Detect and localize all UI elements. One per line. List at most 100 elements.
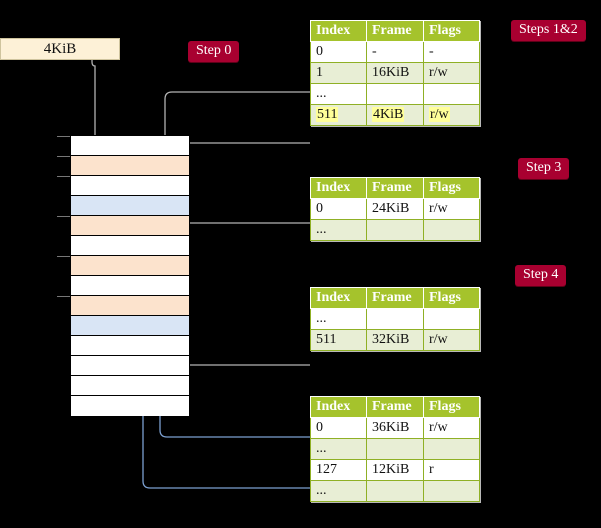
cell-flags: [423, 308, 480, 330]
source-size-label: 4KiB: [43, 40, 77, 57]
column-header-flags: Flags: [423, 396, 480, 418]
column-header-flags: Flags: [423, 177, 480, 199]
memory-row: [71, 316, 189, 336]
table-row: ...: [310, 308, 480, 330]
column-header-index: Index: [310, 396, 367, 418]
cell-frame: [366, 308, 424, 330]
memory-row: [71, 196, 189, 216]
cell-index: 511: [310, 329, 367, 351]
cell-flags: r: [423, 459, 480, 481]
memory-tick: [57, 156, 71, 157]
table-row: 0 - -: [310, 41, 480, 63]
table-header-row: Index Frame Flags: [310, 396, 480, 418]
column-header-frame: Frame: [366, 396, 424, 418]
table-row: ...: [310, 83, 480, 105]
memory-row: [71, 236, 189, 256]
memory-tick: [57, 296, 71, 297]
cell-frame: 12KiB: [366, 459, 424, 481]
cell-frame: -: [366, 41, 424, 63]
cell-index-text: 511: [316, 107, 339, 122]
table-header-row: Index Frame Flags: [310, 287, 480, 309]
cell-index: ...: [310, 83, 367, 105]
cell-frame: 4KiB: [366, 104, 424, 126]
cell-index: 0: [310, 198, 367, 220]
cell-flags: -: [423, 41, 480, 63]
cell-frame: [366, 480, 424, 502]
column-header-index: Index: [310, 177, 367, 199]
table-row: ...: [310, 219, 480, 241]
physical-memory-column: [70, 135, 190, 416]
wire-table3-index511-to-memory: [172, 314, 310, 366]
cell-flags: [423, 438, 480, 460]
table-row: 0 24KiB r/w: [310, 198, 480, 220]
memory-row: [71, 176, 189, 196]
step-3-badge: Step 3: [518, 158, 570, 180]
page-table-level-4: Index Frame Flags 0 36KiB r/w ... 127 12…: [310, 396, 480, 502]
table-row: ...: [310, 438, 480, 460]
cell-flags: [423, 219, 480, 241]
column-header-flags: Flags: [423, 20, 480, 42]
step-4-badge: Step 4: [515, 265, 567, 287]
cell-index: ...: [310, 219, 367, 241]
cell-frame: [366, 219, 424, 241]
memory-row: [71, 296, 189, 316]
table-row: 511 4KiB r/w: [310, 104, 480, 126]
steps-1-2-badge: Steps 1&2: [511, 20, 586, 42]
memory-row: [71, 356, 189, 376]
cell-flags: r/w: [423, 329, 480, 351]
cell-index: ...: [310, 438, 367, 460]
cell-frame: 36KiB: [366, 417, 424, 439]
cell-frame-text: 4KiB: [372, 107, 405, 122]
cell-index: 127: [310, 459, 367, 481]
table-header-row: Index Frame Flags: [310, 177, 480, 199]
cell-index: 511: [310, 104, 367, 126]
cell-flags: r/w: [423, 62, 480, 84]
memory-tick: [57, 216, 71, 217]
cell-index: 0: [310, 41, 367, 63]
memory-row: [71, 156, 189, 176]
memory-tick: [57, 176, 71, 177]
wire-table2-index0-to-memory: [174, 222, 310, 257]
cell-flags: r/w: [423, 198, 480, 220]
memory-tick: [57, 256, 71, 257]
column-header-frame: Frame: [366, 287, 424, 309]
memory-row: [71, 136, 189, 156]
table-row: 127 12KiB r: [310, 459, 480, 481]
column-header-index: Index: [310, 287, 367, 309]
cell-index: ...: [310, 308, 367, 330]
cell-index: ...: [310, 480, 367, 502]
cell-frame: [366, 438, 424, 460]
table-row: 0 36KiB r/w: [310, 417, 480, 439]
table-row: ...: [310, 480, 480, 502]
cell-frame: [366, 83, 424, 105]
page-table-level-3: Index Frame Flags ... 511 32KiB r/w: [310, 287, 480, 351]
cell-flags: r/w: [423, 104, 480, 126]
column-header-index: Index: [310, 20, 367, 42]
cell-frame: 32KiB: [366, 329, 424, 351]
table-header-row: Index Frame Flags: [310, 20, 480, 42]
cell-index: 0: [310, 417, 367, 439]
cell-index: 1: [310, 62, 367, 84]
cell-flags: [423, 83, 480, 105]
memory-row: [71, 216, 189, 236]
table-row: 511 32KiB r/w: [310, 329, 480, 351]
cell-frame: 24KiB: [366, 198, 424, 220]
page-table-level-2: Index Frame Flags 0 24KiB r/w ...: [310, 177, 480, 241]
cell-flags: [423, 480, 480, 502]
column-header-flags: Flags: [423, 287, 480, 309]
step-0-badge: Step 0: [188, 41, 240, 63]
memory-tick: [57, 136, 71, 137]
column-header-frame: Frame: [366, 177, 424, 199]
column-header-frame: Frame: [366, 20, 424, 42]
cell-frame: 16KiB: [366, 62, 424, 84]
memory-row: [71, 376, 189, 396]
memory-row: [71, 276, 189, 296]
cell-flags-text: r/w: [429, 107, 450, 122]
table-row: 1 16KiB r/w: [310, 62, 480, 84]
memory-row: [71, 396, 189, 416]
cell-flags: r/w: [423, 417, 480, 439]
page-table-level-1: Index Frame Flags 0 - - 1 16KiB r/w ...: [310, 20, 480, 126]
memory-row: [71, 336, 189, 356]
source-size-box: 4KiB: [0, 38, 120, 60]
